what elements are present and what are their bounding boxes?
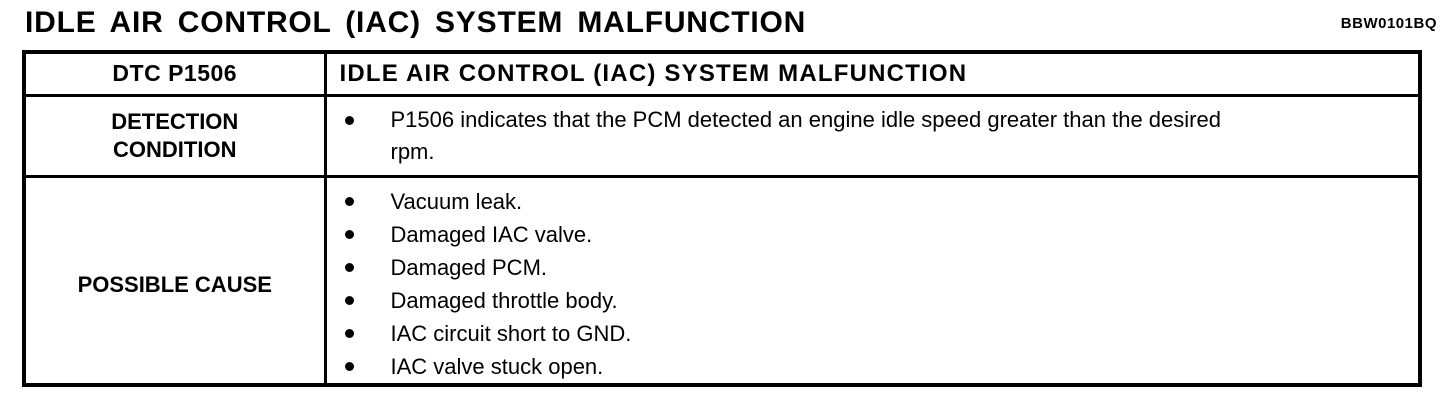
dtc-table: DTC P1506 IDLE AIR CONTROL (IAC) SYSTEM …	[22, 50, 1422, 387]
bullet-icon	[344, 328, 354, 338]
detection-condition-label: DETECTION CONDITION	[22, 93, 327, 178]
possible-cause-content: Vacuum leak. Damaged IAC valve. Damaged …	[323, 174, 1422, 386]
list-item: IAC valve stuck open.	[327, 350, 1419, 383]
bullet-text: Damaged PCM.	[390, 254, 548, 280]
list-item: IAC circuit short to GND.	[327, 317, 1419, 350]
bullet-icon	[344, 295, 354, 305]
bullet-text: Damaged throttle body.	[390, 287, 618, 313]
bullet-text: P1506 indicates that the PCM detected an…	[390, 106, 1221, 164]
bullet-text: IAC valve stuck open.	[390, 353, 604, 379]
list-item: Damaged IAC valve.	[327, 218, 1419, 251]
bullet-text: Damaged IAC valve.	[390, 221, 593, 247]
table-row-detection-condition: DETECTION CONDITION P1506 indicates that…	[22, 93, 1422, 178]
detection-condition-content: P1506 indicates that the PCM detected an…	[323, 93, 1422, 178]
bullet-icon	[344, 115, 354, 125]
list-item: Damaged PCM.	[327, 251, 1419, 284]
detection-condition-label-text: DETECTION CONDITION	[111, 109, 239, 162]
bullet-icon	[344, 361, 354, 371]
dtc-description: IDLE AIR CONTROL (IAC) SYSTEM MALFUNCTIO…	[323, 50, 1422, 97]
bullet-text: Vacuum leak.	[390, 188, 523, 214]
table-row-possible-cause: POSSIBLE CAUSE Vacuum leak. Damaged IAC …	[22, 174, 1422, 386]
list-item: Vacuum leak.	[327, 185, 1419, 218]
dtc-code-label: DTC P1506	[22, 50, 327, 97]
bullet-icon	[344, 229, 354, 239]
page-title: IDLE AIR CONTROL (IAC) SYSTEM MALFUNCTIO…	[25, 6, 807, 39]
bullet-text: IAC circuit short to GND.	[390, 320, 632, 346]
bullet-icon	[344, 262, 354, 272]
table-row-dtc: DTC P1506 IDLE AIR CONTROL (IAC) SYSTEM …	[22, 50, 1422, 97]
list-item: Damaged throttle body.	[327, 284, 1419, 317]
bullet-icon	[344, 196, 354, 206]
page-header: IDLE AIR CONTROL (IAC) SYSTEM MALFUNCTIO…	[25, 6, 1437, 40]
reference-code: BBW0101BQ	[1340, 15, 1437, 32]
list-item: P1506 indicates that the PCM detected an…	[327, 104, 1419, 168]
possible-cause-label: POSSIBLE CAUSE	[22, 174, 327, 386]
possible-cause-list: Vacuum leak. Damaged IAC valve. Damaged …	[327, 185, 1419, 383]
detection-condition-list: P1506 indicates that the PCM detected an…	[327, 104, 1419, 168]
